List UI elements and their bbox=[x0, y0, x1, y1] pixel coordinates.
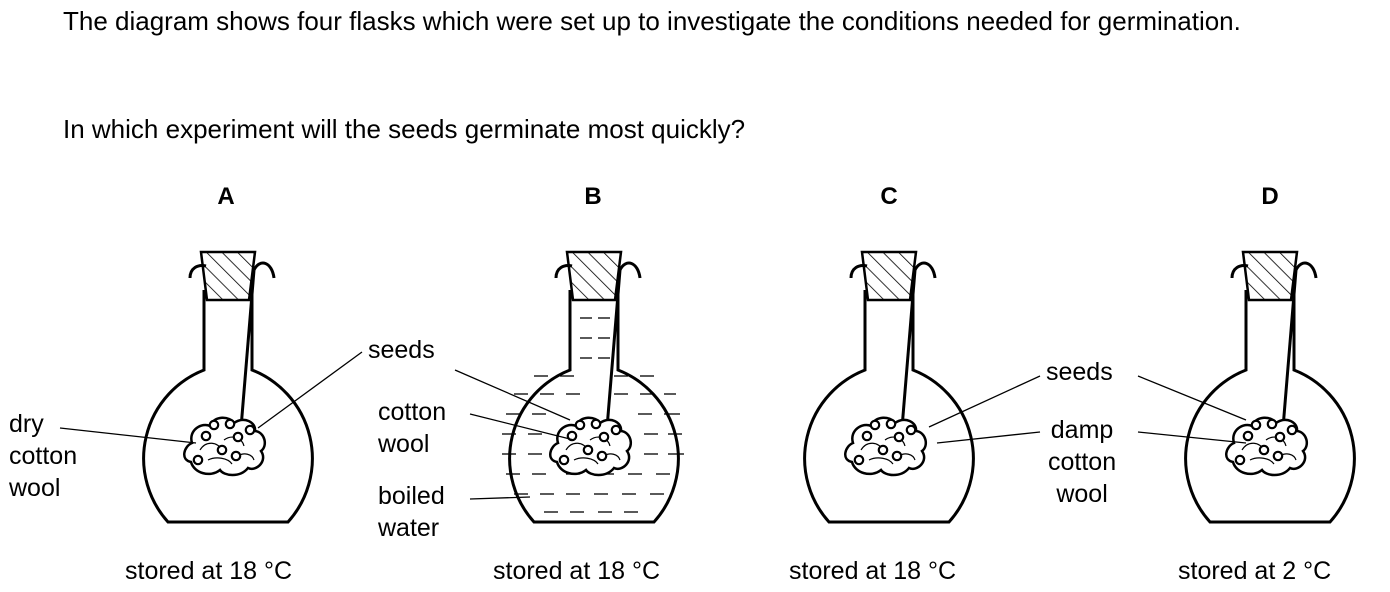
flask-b-letter: B bbox=[584, 183, 602, 210]
label-line: boiled bbox=[378, 482, 445, 510]
label-damp-cotton-wool: damp cotton wool bbox=[1048, 414, 1116, 510]
label-cotton-wool-b: cotton wool bbox=[378, 396, 446, 460]
label-line: wool bbox=[1056, 480, 1108, 508]
flask-d bbox=[1184, 250, 1356, 524]
flask-a bbox=[142, 250, 314, 524]
label-line: cotton bbox=[9, 442, 78, 470]
flask-b-stored: stored at 18 °C bbox=[493, 557, 661, 585]
flask-c-letter: C bbox=[880, 183, 898, 210]
label-line: cotton bbox=[1048, 448, 1117, 476]
label-seeds-b: seeds bbox=[368, 336, 435, 364]
leader-lines bbox=[59, 351, 1247, 500]
label-line: cotton bbox=[378, 398, 447, 426]
flask-d-letter: D bbox=[1261, 183, 1279, 210]
flask-d-stored: stored at 2 °C bbox=[1178, 557, 1332, 585]
label-line: damp bbox=[1050, 416, 1114, 444]
question-prompt: In which experiment will the seeds germi… bbox=[63, 114, 746, 144]
flask-a-stored: stored at 18 °C bbox=[125, 557, 293, 585]
label-line: water bbox=[378, 514, 440, 542]
flask-c bbox=[803, 250, 975, 524]
label-boiled-water: boiled water bbox=[378, 480, 445, 544]
label-dry-cotton-wool: dry cotton wool bbox=[9, 408, 77, 504]
label-line: wool bbox=[378, 430, 430, 458]
label-line: wool bbox=[9, 474, 61, 502]
label-seeds-cd: seeds bbox=[1046, 358, 1113, 386]
question-intro: The diagram shows four flasks which were… bbox=[63, 6, 1241, 36]
label-line: dry bbox=[9, 410, 44, 438]
flask-a-letter: A bbox=[217, 183, 235, 210]
flask-c-stored: stored at 18 °C bbox=[789, 557, 957, 585]
boiled-water-dashes bbox=[502, 317, 684, 513]
flask-b bbox=[502, 250, 684, 524]
